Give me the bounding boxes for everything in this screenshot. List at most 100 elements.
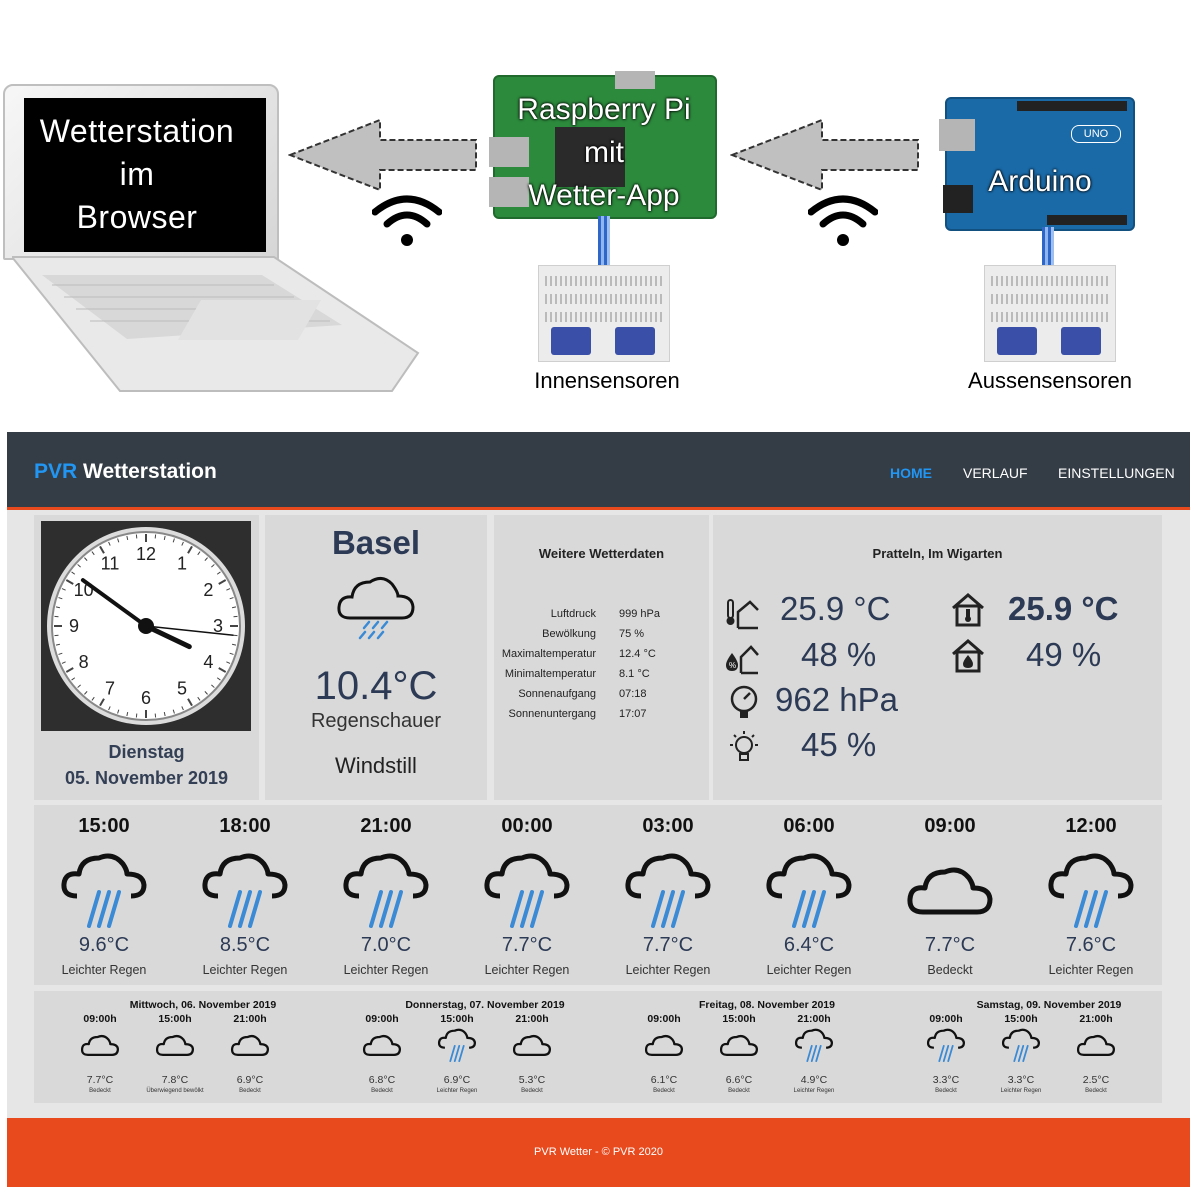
laptop-keyboard-icon <box>12 256 420 392</box>
clock-tick <box>229 597 234 600</box>
arduino-label: Arduino <box>988 165 1092 198</box>
wifi-icon <box>372 195 442 246</box>
cloud-icon <box>719 1034 759 1056</box>
daily-forecast-panel <box>34 991 1162 1103</box>
laptop-label-line: Browser <box>76 199 198 235</box>
daily-slot-temp: 5.3°C <box>518 1074 546 1086</box>
city-name: Basel <box>331 524 421 561</box>
sensor-module <box>615 327 655 355</box>
clock-number: 11 <box>101 554 120 574</box>
clock-tick <box>58 652 63 655</box>
daily-slot-temp: 6.6°C <box>725 1074 753 1086</box>
clock-tick <box>71 571 76 575</box>
ethernet-port <box>489 137 529 167</box>
cloud-rain-icon <box>794 1028 834 1062</box>
hourly-icon <box>623 852 713 928</box>
clock-tick <box>211 684 215 688</box>
sensor-module <box>1061 327 1101 355</box>
clock-number: 6 <box>141 688 151 708</box>
indoor-humidity-icon <box>952 639 984 673</box>
details-title: Weitere Wetterdaten <box>538 546 665 561</box>
cloud-rain-icon <box>437 1028 477 1062</box>
clock-tick <box>226 661 231 664</box>
daily-slot-time: 09:00h <box>929 1013 963 1025</box>
nav-einstellungen[interactable]: EINSTELLUNGEN <box>1058 465 1175 481</box>
indoor-humidity: 49 % <box>1026 636 1102 673</box>
details-value: 999 hPa <box>619 608 660 620</box>
hourly-time: 15:00 <box>78 815 130 837</box>
cloud-rain-icon <box>926 1028 966 1062</box>
clock-tick <box>163 535 166 541</box>
sensor-module <box>551 327 591 355</box>
cloud-rain-icon <box>1001 1028 1041 1062</box>
daily-slot-icon <box>1075 1028 1117 1062</box>
raspberry-pi-label: Raspberry Pi mit Wetter-App <box>493 88 715 217</box>
clock-tick <box>187 545 193 554</box>
clock-tick <box>181 541 184 546</box>
details-value: 8.1 °C <box>619 668 650 680</box>
clock-number: 8 <box>79 652 89 672</box>
clock-number: 1 <box>177 554 187 574</box>
hourly-icon <box>200 852 290 928</box>
daily-slot-condition: Leichter Regen <box>436 1088 478 1094</box>
clock-tick <box>108 706 111 711</box>
outer-sensors-label: Aussensensoren <box>968 368 1132 393</box>
hourly-icon <box>1046 852 1136 928</box>
current-temperature: 10.4°C <box>314 664 438 708</box>
hourly-icon <box>764 852 854 928</box>
outdoor-humidity-icon: % <box>726 645 759 675</box>
raspberry-pi-icon <box>489 71 717 219</box>
usb-port <box>489 177 529 207</box>
rpi-label-line: mit <box>584 136 624 169</box>
air-pressure: 962 hPa <box>775 681 898 718</box>
cloud-rain-icon <box>766 853 852 928</box>
daily-slot-icon <box>361 1028 403 1062</box>
clock-tick <box>77 684 81 688</box>
details-key: Minimaltemperatur <box>504 668 596 680</box>
daily-title: Mittwoch, 06. November 2019 <box>129 999 277 1011</box>
daily-slot-time: 21:00h <box>797 1013 831 1025</box>
clock-tick <box>187 698 193 707</box>
clock-number: 4 <box>203 652 213 672</box>
clock-tick <box>84 557 88 561</box>
details-key: Sonnenaufgang <box>518 688 596 700</box>
clock-number: 12 <box>136 544 156 564</box>
svg-text:%: % <box>729 661 736 670</box>
hourly-condition: Leichter Regen <box>202 963 288 977</box>
daily-title: Samstag, 09. November 2019 <box>976 999 1122 1011</box>
daily-slot-icon <box>511 1028 553 1062</box>
clock-tick <box>204 557 208 561</box>
daily-slot-icon <box>436 1028 478 1062</box>
wifi-icon <box>808 195 878 246</box>
daily-title: Freitag, 08. November 2019 <box>699 999 835 1011</box>
cloud-rain-icon <box>625 853 711 928</box>
nav-home[interactable]: HOME <box>890 465 932 481</box>
hourly-forecast-panel <box>34 805 1162 985</box>
clock-tick <box>91 696 95 701</box>
daily-slot-icon <box>229 1028 271 1062</box>
nav-verlauf[interactable]: VERLAUF <box>963 465 1028 481</box>
brand-logo[interactable]: PVR Wetterstation <box>34 460 217 484</box>
arduino-icon: UNO <box>939 97 1135 231</box>
daily-slot-temp: 2.5°C <box>1082 1074 1110 1086</box>
daily-slot-icon <box>925 1028 967 1062</box>
power-jack <box>943 185 973 213</box>
hourly-time: 06:00 <box>783 815 835 837</box>
daily-slot-icon <box>793 1028 835 1062</box>
footer: PVR Wetter - © PVR 2020 <box>7 1118 1190 1187</box>
outdoor-temperature: 25.9 °C <box>780 590 891 627</box>
clock-tick <box>65 579 74 585</box>
daily-slot-temp: 7.7°C <box>86 1074 114 1086</box>
daily-slot-condition: Bedeckt <box>728 1088 750 1094</box>
light-level: 45 % <box>801 726 877 763</box>
clock-tick <box>229 652 234 655</box>
clock-tick <box>84 691 88 695</box>
details-row: Minimaltemperatur 8.1 °C <box>494 668 709 688</box>
clock-tick <box>77 564 81 568</box>
daily-slot-time: 21:00h <box>515 1013 549 1025</box>
daily-slot-time: 15:00h <box>722 1013 756 1025</box>
cloud-icon <box>512 1034 552 1056</box>
clock-tick <box>91 551 95 556</box>
